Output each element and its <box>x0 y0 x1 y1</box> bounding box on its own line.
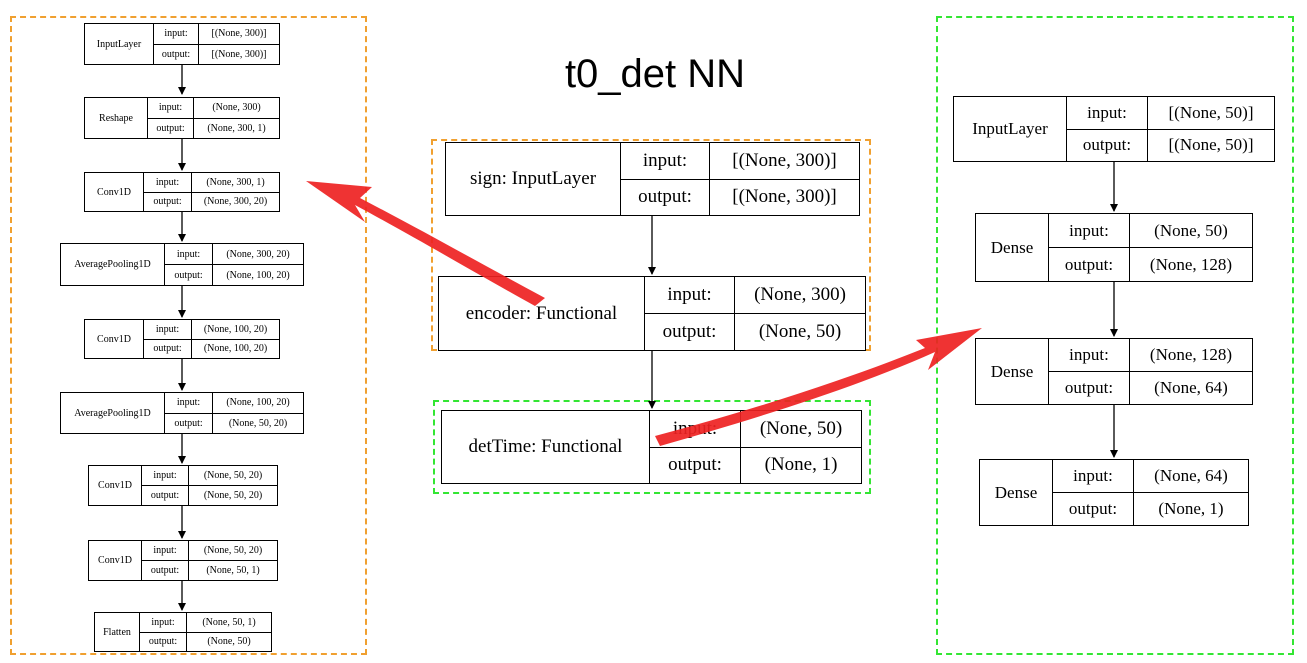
layer-name: Conv1D <box>85 320 144 358</box>
input-label: input: <box>1049 339 1129 372</box>
main-node-encoder: encoder: Functional input: output: (None,… <box>438 276 866 351</box>
input-shape: (None, 128) <box>1130 339 1252 372</box>
input-label: input: <box>142 466 188 486</box>
output-shape: (None, 100, 20) <box>226 269 290 281</box>
output-label: output: <box>150 565 180 576</box>
layer-name: encoder: Functional <box>439 277 645 350</box>
main-node-dettime: detTime: Functional input: output: (None,… <box>441 410 862 484</box>
layer-name: detTime: Functional <box>442 411 650 483</box>
diagram-title: t0_det NN <box>564 52 746 96</box>
output-label: output: <box>156 122 185 134</box>
input-label: input: <box>1049 214 1129 248</box>
input-shape: (None, 300, 1) <box>192 173 279 193</box>
output-label: output: <box>1082 135 1132 155</box>
output-shape: [(None, 300)] <box>732 186 837 208</box>
input-shape: (None, 50, 1) <box>187 613 271 633</box>
layer-name: Conv1D <box>85 173 144 211</box>
main-node-sign: sign: InputLayer input: output: [(None, 3… <box>445 142 860 216</box>
layer-name: Dense <box>976 214 1049 281</box>
input-label: input: <box>144 320 191 340</box>
output-label: output: <box>1064 254 1114 274</box>
encoder-layer-averagepooling1d-2: AveragePooling1D input: output: (None, 10… <box>60 392 304 434</box>
output-shape: (None, 128) <box>1149 254 1233 274</box>
input-shape: (None, 300) <box>194 98 279 119</box>
output-label: output: <box>174 417 203 429</box>
layer-name: Reshape <box>85 98 148 138</box>
output-label: output: <box>1068 499 1118 518</box>
input-shape: (None, 50) <box>1130 214 1252 248</box>
output-shape: (None, 1) <box>764 454 838 476</box>
output-shape: (None, 64) <box>1154 378 1228 397</box>
encoder-detail-frame <box>10 16 367 655</box>
layer-name: AveragePooling1D <box>61 393 165 433</box>
layer-name: Dense <box>980 460 1053 525</box>
dettime-layer-dense-1: Dense input: output: (None, 50) (None, 128… <box>975 213 1253 282</box>
input-shape: (None, 300, 20) <box>213 244 303 265</box>
dettime-layer-dense-3: Dense input: output: (None, 64) (None, 1) <box>979 459 1249 526</box>
input-shape: (None, 100, 20) <box>192 320 279 340</box>
encoder-layer-reshape: Reshape input: output: (None, 300) (None, … <box>84 97 280 139</box>
input-label: input: <box>650 411 740 448</box>
input-label: input: <box>165 393 212 414</box>
layer-name: Conv1D <box>89 541 142 580</box>
layer-name: Flatten <box>95 613 140 651</box>
dettime-layer-inputlayer: InputLayer input: output: [(None, 50)] [(N… <box>953 96 1275 162</box>
input-label: input: <box>144 173 191 193</box>
layer-name: InputLayer <box>954 97 1067 161</box>
encoder-layer-conv1d-2: Conv1D input: output: (None, 100, 20) (Non… <box>84 319 280 359</box>
input-shape: (None, 50, 20) <box>189 541 277 561</box>
input-shape: (None, 300) <box>735 277 865 314</box>
input-label: input: <box>1067 97 1147 130</box>
output-label: output: <box>153 196 182 208</box>
layer-name: AveragePooling1D <box>61 244 165 285</box>
encoder-layer-averagepooling1d-1: AveragePooling1D input: output: (None, 30… <box>60 243 304 286</box>
output-label: output: <box>150 490 180 501</box>
output-shape: (None, 50, 20) <box>203 490 263 501</box>
output-shape: (None, 1) <box>1158 499 1224 518</box>
output-label: output: <box>161 48 191 60</box>
input-label: input: <box>140 613 186 633</box>
encoder-layer-conv1d-1: Conv1D input: output: (None, 300, 1) (None… <box>84 172 280 212</box>
layer-name: sign: InputLayer <box>446 143 621 215</box>
output-shape: (None, 100, 20) <box>203 343 268 355</box>
output-label: output: <box>668 454 722 476</box>
input-label: input: <box>142 541 188 561</box>
output-shape: (None, 300, 20) <box>203 196 268 208</box>
output-label: output: <box>148 636 178 648</box>
layer-name: InputLayer <box>85 24 154 64</box>
encoder-layer-flatten: Flatten input: output: (None, 50, 1) (None… <box>94 612 272 652</box>
output-shape: [(None, 300)] <box>211 48 267 60</box>
input-label: input: <box>148 98 193 119</box>
input-label: input: <box>154 24 198 45</box>
input-shape: (None, 64) <box>1134 460 1248 493</box>
input-label: input: <box>645 277 734 314</box>
output-shape: (None, 300, 1) <box>207 122 266 134</box>
input-shape: (None, 100, 20) <box>213 393 303 414</box>
output-shape: [(None, 50)] <box>1168 135 1254 155</box>
encoder-layer-inputlayer: InputLayer input: output: [(None, 300)] [(… <box>84 23 280 65</box>
output-shape: (None, 50) <box>758 321 842 342</box>
encoder-layer-conv1d-3: Conv1D input: output: (None, 50, 20) (None… <box>88 465 278 506</box>
dettime-layer-dense-2: Dense input: output: (None, 128) (None, 64… <box>975 338 1253 405</box>
input-shape: [(None, 300)] <box>710 143 859 180</box>
input-label: input: <box>165 244 212 265</box>
output-label: output: <box>662 321 717 342</box>
layer-name: Conv1D <box>89 466 142 505</box>
layer-name: Dense <box>976 339 1049 404</box>
output-label: output: <box>153 343 182 355</box>
input-shape: (None, 50, 20) <box>189 466 277 486</box>
input-label: input: <box>621 143 709 180</box>
encoder-layer-conv1d-4: Conv1D input: output: (None, 50, 20) (None… <box>88 540 278 581</box>
input-shape: [(None, 300)] <box>199 24 279 45</box>
output-label: output: <box>1064 378 1114 397</box>
output-label: output: <box>638 186 692 208</box>
input-label: input: <box>1053 460 1133 493</box>
input-shape: (None, 50) <box>741 411 861 448</box>
input-shape: [(None, 50)] <box>1148 97 1274 130</box>
output-label: output: <box>174 269 203 281</box>
output-shape: (None, 50, 20) <box>228 417 288 429</box>
output-shape: (None, 50) <box>207 636 251 648</box>
output-shape: (None, 50, 1) <box>206 565 260 576</box>
